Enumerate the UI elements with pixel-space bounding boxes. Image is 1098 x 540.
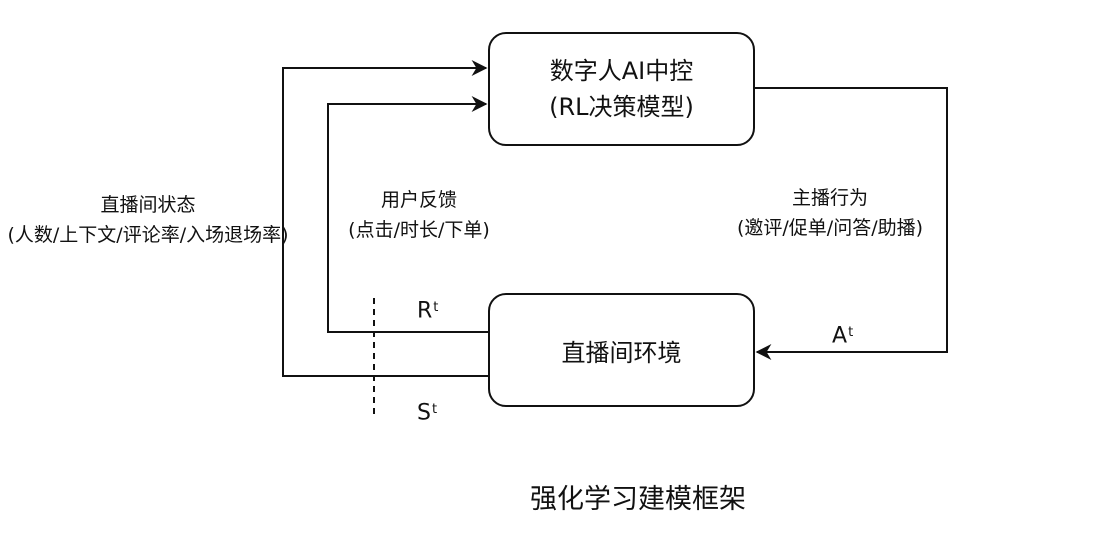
controller-subtitle: (RL决策模型) bbox=[549, 93, 694, 121]
action-symbol-subscript: t bbox=[848, 325, 854, 340]
action-edge-label: 主播行为 (邀评/促单/问答/助播) bbox=[737, 183, 923, 243]
state-arrow bbox=[282, 60, 488, 377]
state-edge-label: 直播间状态 (人数/上下文/评论率/入场退场率) bbox=[7, 190, 288, 250]
controller-node: 数字人AI中控 (RL决策模型) bbox=[488, 32, 755, 146]
action-label-title: 主播行为 bbox=[791, 187, 868, 209]
feedback-label-detail: (点击/时长/下单) bbox=[348, 219, 490, 241]
feedback-arrow bbox=[327, 96, 488, 333]
state-label-detail: (人数/上下文/评论率/入场退场率) bbox=[7, 224, 289, 246]
feedback-edge-label: 用户反馈 (点击/时长/下单) bbox=[348, 185, 490, 245]
state-symbol-letter: S bbox=[417, 400, 431, 426]
diagram-caption: 强化学习建模框架 bbox=[530, 484, 746, 515]
state-label-title: 直播间状态 bbox=[100, 194, 196, 216]
reward-symbol: Rt bbox=[417, 296, 438, 324]
action-arrow bbox=[755, 87, 948, 360]
environment-title: 直播间环境 bbox=[561, 338, 682, 367]
reward-symbol-letter: R bbox=[417, 298, 433, 324]
state-symbol: St bbox=[417, 398, 437, 426]
reward-symbol-subscript: t bbox=[433, 300, 439, 315]
controller-title: 数字人AI中控 bbox=[549, 57, 694, 85]
state-symbol-subscript: t bbox=[431, 402, 438, 417]
environment-node: 直播间环境 bbox=[488, 293, 755, 407]
action-label-detail: (邀评/促单/问答/助播) bbox=[736, 217, 924, 239]
action-symbol-letter: A bbox=[832, 323, 848, 349]
feedback-label-title: 用户反馈 bbox=[380, 189, 458, 211]
action-symbol: At bbox=[832, 321, 853, 349]
